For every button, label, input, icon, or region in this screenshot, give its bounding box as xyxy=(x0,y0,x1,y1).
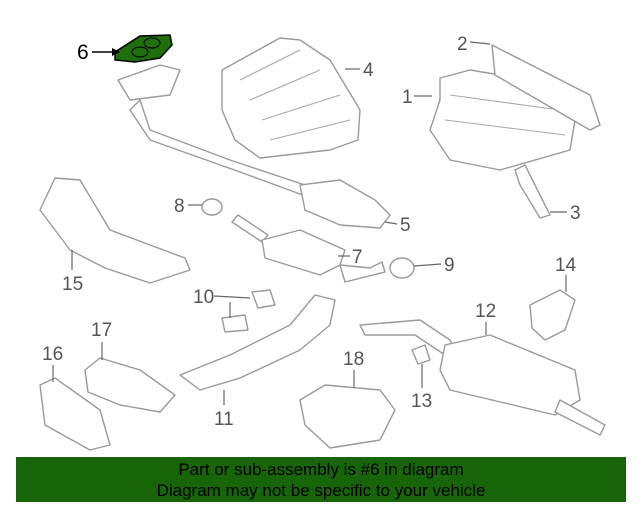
callout-8: 8 xyxy=(174,196,185,217)
callout-17: 17 xyxy=(91,320,112,341)
part-15-heat-shield[interactable] xyxy=(39,177,191,284)
callout-12: 12 xyxy=(475,301,496,322)
part-11-heat-shield[interactable] xyxy=(179,294,336,391)
part-16-heat-shield[interactable] xyxy=(39,377,111,451)
part-3-bracket[interactable] xyxy=(514,164,551,219)
callout-2: 2 xyxy=(457,34,468,55)
banner-line-part: Part or sub-assembly is #6 in diagram xyxy=(178,460,464,479)
callout-10: 10 xyxy=(193,287,214,308)
part-8-clamp[interactable] xyxy=(201,198,269,243)
callout-18: 18 xyxy=(343,349,364,370)
part-4-heat-shield[interactable] xyxy=(221,37,361,159)
callout-13: 13 xyxy=(411,391,432,412)
callout-15: 15 xyxy=(62,274,83,295)
part-6-gasket[interactable] xyxy=(114,34,173,63)
callout-9: 9 xyxy=(444,255,455,276)
callout-7: 7 xyxy=(352,247,363,268)
part-2-gasket[interactable] xyxy=(491,44,601,131)
part-13-hanger[interactable] xyxy=(411,344,431,365)
banner-line-disclaimer: Diagram may not be specific to your vehi… xyxy=(156,481,486,500)
part-10-brackets[interactable] xyxy=(221,289,276,333)
part-7-resonator[interactable] xyxy=(261,229,386,283)
part-18-shield[interactable] xyxy=(299,384,396,449)
callout-4: 4 xyxy=(363,60,374,81)
leader-lines xyxy=(52,41,567,405)
part-17-heat-shield[interactable] xyxy=(84,357,176,413)
info-banner: Part or sub-assembly is #6 in diagram Di… xyxy=(16,457,626,502)
part-12-muffler[interactable] xyxy=(359,319,606,436)
part-5-converter[interactable] xyxy=(299,179,391,229)
callout-6: 6 xyxy=(77,41,89,64)
part-14-bracket[interactable] xyxy=(529,289,576,341)
callout-16: 16 xyxy=(42,344,63,365)
callout-11: 11 xyxy=(214,409,234,430)
callout-3: 3 xyxy=(570,203,581,224)
callout-5: 5 xyxy=(400,215,411,236)
part-9-clamp[interactable] xyxy=(389,257,415,279)
callout-14: 14 xyxy=(555,255,577,276)
callout-1: 1 xyxy=(402,87,413,108)
